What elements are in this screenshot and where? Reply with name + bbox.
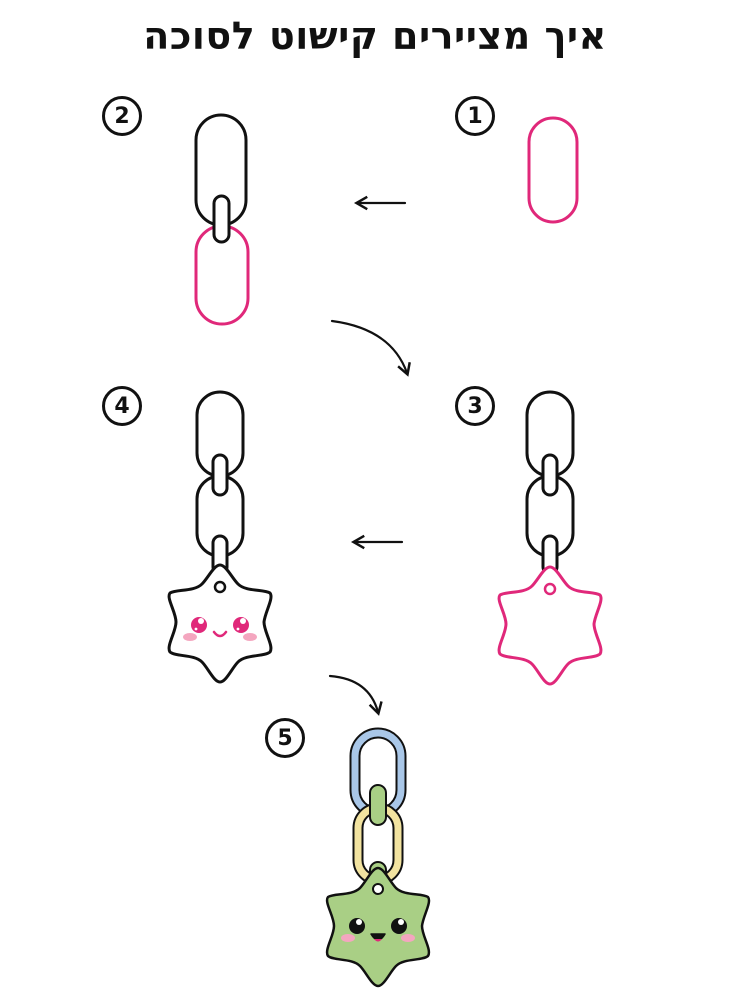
- step-5-drawing: [325, 727, 431, 988]
- step-arrows: [328, 195, 411, 716]
- curved-arrow-icon: [328, 674, 383, 716]
- blush-right: [243, 633, 257, 641]
- eye-right-shine: [240, 618, 246, 624]
- step-5-face: [341, 918, 415, 942]
- eye-left-shine: [198, 618, 204, 624]
- step-2-drawing: [194, 113, 250, 326]
- step-1-drawing: [527, 116, 579, 224]
- tongue-5: [374, 939, 382, 942]
- step-4-drawing: [167, 390, 273, 684]
- step-2-connector: [212, 194, 231, 244]
- step-5-star: [325, 866, 431, 988]
- step-5-star-hole: [372, 883, 384, 895]
- step-badge-2: 2: [102, 96, 142, 136]
- mouth: [212, 630, 228, 638]
- step-3-star-outline: [497, 565, 603, 686]
- step-badge-3: 3: [455, 386, 495, 426]
- eye-right-dot: [236, 627, 240, 631]
- curved-arrow-icon: [330, 319, 411, 377]
- step-badge-1: 1: [455, 96, 495, 136]
- step-3-connector-top: [541, 453, 559, 497]
- step-4-star: [167, 563, 273, 684]
- blush-left-5: [341, 934, 355, 942]
- blush-right-5: [401, 934, 415, 942]
- step-5-connector-top: [369, 784, 387, 826]
- step-1-link: [527, 116, 579, 224]
- eye-left-dot: [194, 627, 198, 631]
- eye-right-5-shine: [398, 919, 404, 925]
- step-badge-5: 5: [265, 718, 305, 758]
- step-3-star-hole: [543, 582, 557, 596]
- step-3-drawing: [497, 390, 603, 686]
- step-badge-4: 4: [102, 386, 142, 426]
- eye-left-5-shine: [356, 919, 362, 925]
- step-4-face: [183, 617, 257, 641]
- step-4-star-hole: [213, 580, 227, 594]
- blush-left: [183, 633, 197, 641]
- step-4-connector-top: [211, 453, 229, 497]
- page-title: איך מציירים קישוט לסוכה: [143, 14, 607, 58]
